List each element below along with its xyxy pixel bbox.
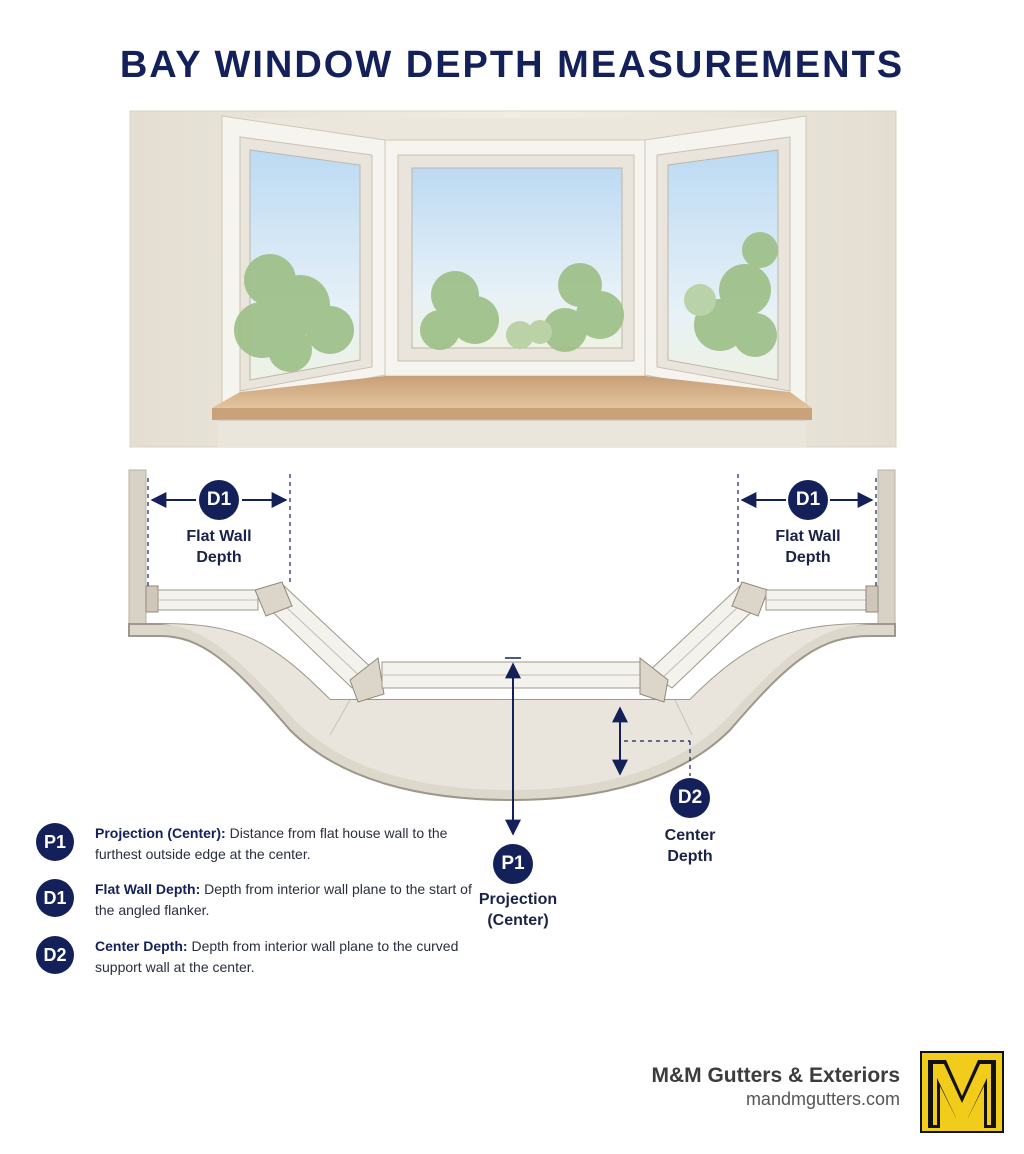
brand-name: M&M Gutters & Exteriors [651,1064,900,1087]
brand-url[interactable]: mandmgutters.com [745,1089,900,1109]
legend-desc: Distance from flat house wall to the fur… [95,825,448,862]
legend-text: Projection (Center): Distance from flat … [95,823,495,865]
d2-label-line1: Center [664,827,716,844]
tree-illustration [234,232,778,372]
d1-label-right: Flat Wall Depth [758,526,858,568]
d1-label-line1: Flat Wall [186,528,252,545]
d1-right-dimension [737,474,877,588]
d2-label-line2: Depth [667,848,713,865]
brand-logo-icon [920,1051,1004,1133]
legend-text: Center Depth: Depth from interior wall p… [95,936,495,978]
p1-badge: P1 [493,844,533,884]
d2-badge: D2 [670,778,710,818]
legend-badge: D1 [36,879,74,917]
d2-label: Center Depth [640,825,740,867]
p1-dimension [505,657,521,836]
p1-label: Projection (Center) [458,889,578,931]
legend-term: Center Depth: [95,938,188,954]
d1-label-left: Flat Wall Depth [169,526,269,568]
d1-left-dimension [147,474,291,588]
brand-block: M&M Gutters & Exteriors mandmgutters.com [651,1064,900,1110]
d2-dimension [612,706,691,776]
d1-label-line2: Depth [196,549,242,566]
d1-badge-left: D1 [199,480,239,520]
p1-label-line2: (Center) [487,912,549,929]
legend-desc: Depth from interior wall plane to the cu… [95,938,459,975]
legend-desc: Depth from interior wall plane to the st… [95,881,472,918]
d1-label-line2: Depth [785,549,831,566]
legend-badge: P1 [36,823,74,861]
legend-text: Flat Wall Depth: Depth from interior wal… [95,879,495,921]
p1-label-line1: Projection [478,891,558,908]
window-elevation-view [129,110,897,448]
legend-term: Flat Wall Depth: [95,881,201,897]
legend-badge: D2 [36,936,74,974]
d1-badge-right: D1 [788,480,828,520]
d1-label-line1: Flat Wall [775,528,841,545]
legend-term: Projection (Center): [95,825,226,841]
page-title: BAY WINDOW DEPTH MEASUREMENTS [119,44,905,86]
